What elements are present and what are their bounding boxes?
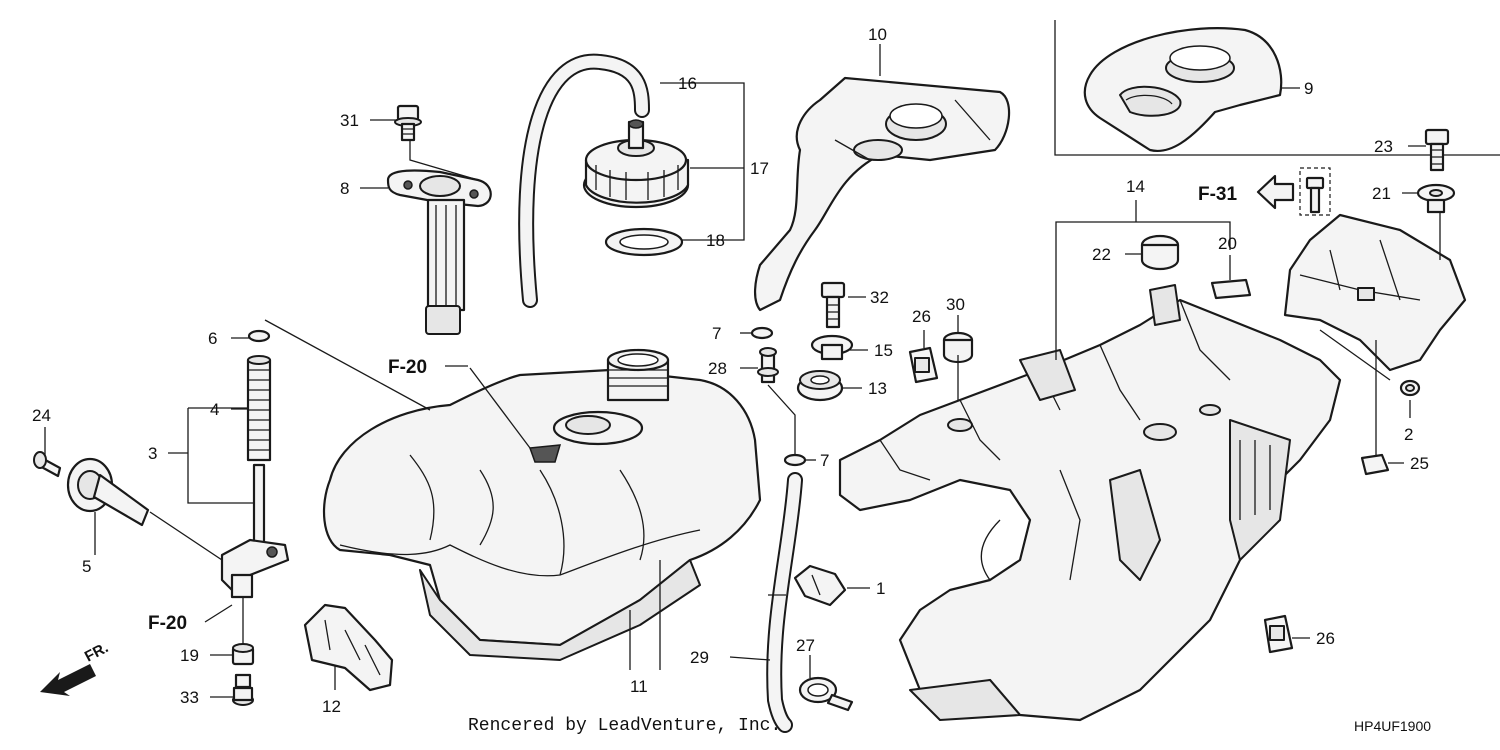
callout-11: 11	[630, 677, 648, 696]
callout-31: 31	[340, 111, 359, 130]
callout-24: 24	[32, 406, 51, 425]
ref-f20-top: F-20	[388, 357, 427, 378]
part-bolt-31	[394, 104, 422, 142]
callout-3: 3	[148, 444, 157, 463]
part-heat-guard-10	[754, 76, 1011, 312]
part-o-ring-7b	[783, 453, 807, 467]
dashed-box-f31	[1299, 167, 1331, 216]
part-bracket-right	[1283, 213, 1467, 372]
part-fuel-cap-17	[582, 119, 690, 209]
part-bolt-32	[820, 281, 846, 329]
callout-6: 6	[208, 329, 217, 348]
callout-32: 32	[870, 288, 889, 307]
diagram-code: HP4UF1900	[1354, 718, 1431, 734]
part-fuel-tank-11	[322, 348, 762, 661]
front-label: FR.	[82, 639, 111, 665]
callout-28: 28	[708, 359, 727, 378]
callout-26a: 26	[912, 307, 931, 326]
callout-26b: 26	[1316, 629, 1335, 648]
part-grommet-30	[942, 331, 974, 364]
part-sticker-20	[1210, 278, 1252, 300]
part-collar-21	[1416, 183, 1456, 214]
part-fuel-gauge-8	[386, 169, 492, 335]
callout-15: 15	[874, 341, 893, 360]
callout-17: 17	[750, 159, 769, 178]
callout-30: 30	[946, 295, 965, 314]
part-bolt-f31	[1305, 176, 1325, 214]
callout-27: 27	[796, 636, 815, 655]
part-bolt-23	[1424, 128, 1450, 172]
f31-arrow-icon	[1256, 174, 1295, 210]
callout-18: 18	[706, 231, 725, 250]
part-clip-26b	[1263, 614, 1294, 654]
part-fuel-valve-assembly	[33, 355, 290, 599]
part-heat-guard-9	[1083, 27, 1283, 153]
part-hose-29	[766, 472, 803, 733]
callout-13: 13	[868, 379, 887, 398]
front-arrow-icon	[40, 664, 96, 696]
callout-16: 16	[678, 74, 697, 93]
callout-22: 22	[1092, 245, 1111, 264]
callout-19: 19	[180, 646, 199, 665]
part-washer-6	[247, 329, 271, 343]
callout-8: 8	[340, 179, 349, 198]
part-nut-19	[231, 643, 255, 666]
callout-23: 23	[1374, 137, 1393, 156]
callout-12: 12	[322, 697, 341, 716]
part-plug-22	[1140, 234, 1180, 271]
ref-f31: F-31	[1198, 184, 1238, 205]
part-clip-1	[793, 564, 847, 607]
callout-20: 20	[1218, 234, 1237, 253]
callout-1: 1	[876, 579, 885, 598]
callout-2: 2	[1404, 425, 1413, 444]
leader-lines	[44, 44, 1441, 698]
callout-10: 10	[868, 25, 887, 44]
part-grommet-2	[1399, 379, 1421, 397]
footer-credit: Rencered by LeadVenture, Inc.	[468, 716, 781, 736]
callout-21: 21	[1372, 184, 1391, 203]
part-clip-25	[1360, 453, 1390, 476]
box-outline-9	[1054, 20, 1500, 156]
callout-4: 4	[210, 400, 219, 419]
part-bolt-33	[232, 673, 254, 706]
callout-9: 9	[1304, 79, 1313, 98]
part-frame-tray-14	[838, 284, 1342, 722]
part-collar-15	[810, 334, 854, 361]
part-clip-12	[303, 603, 394, 692]
callout-29: 29	[690, 648, 709, 667]
callout-33: 33	[180, 688, 199, 707]
part-grommet-13	[796, 370, 844, 402]
callout-7a: 7	[712, 324, 721, 343]
callout-5: 5	[82, 557, 91, 576]
part-fuel-hose-16	[518, 53, 650, 308]
part-o-ring-7a	[750, 326, 774, 340]
callout-14: 14	[1126, 177, 1145, 196]
ref-f20-left-arrow	[204, 604, 233, 623]
ref-f20-left: F-20	[148, 613, 187, 634]
part-gasket-18	[604, 227, 684, 257]
callout-25: 25	[1410, 454, 1429, 473]
part-clip-26a	[908, 346, 939, 384]
callout-7b: 7	[820, 451, 829, 470]
part-fitting-28	[757, 347, 779, 384]
part-clamp-27	[798, 676, 854, 712]
